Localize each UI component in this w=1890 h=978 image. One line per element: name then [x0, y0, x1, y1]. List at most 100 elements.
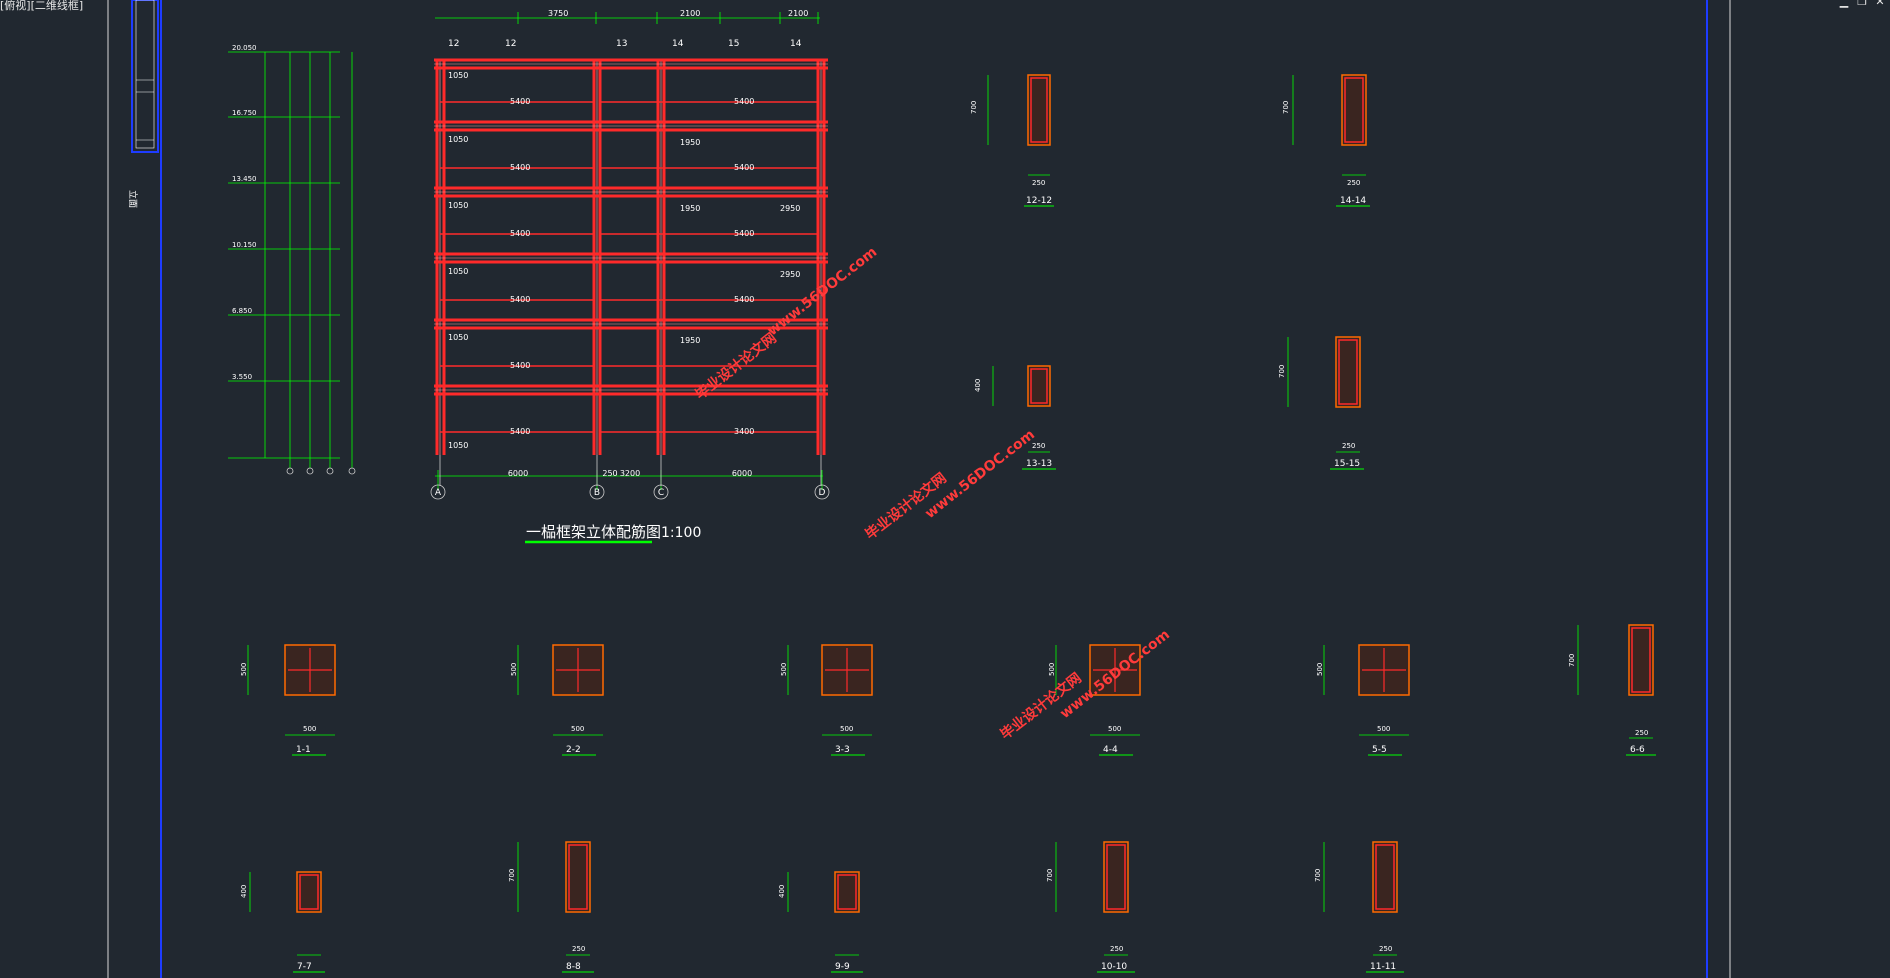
- section-dim: 250: [1635, 729, 1648, 737]
- elevation-dimension-block: [228, 51, 353, 468]
- beam-length: 5400: [510, 229, 530, 238]
- bay-width: 250: [602, 469, 617, 478]
- section-15-15: 700 250 15-15: [1278, 336, 1364, 470]
- watermark-text: www.56DOC.com: [765, 244, 881, 339]
- span-label: 2950: [780, 270, 800, 279]
- axis-bubble: [430, 484, 446, 500]
- elevation-label: 10.150: [232, 241, 257, 249]
- beam-length: 5400: [734, 163, 754, 172]
- axis-bubble: [814, 484, 830, 500]
- frame-scale: 1:100: [661, 525, 701, 541]
- section-label: 3-3: [835, 745, 850, 755]
- span-label: 1950: [680, 204, 700, 213]
- section-details: 700 250 12-12 700 250 14-14 400 250 13-1…: [240, 74, 1656, 973]
- section-label: 11-11: [1370, 962, 1396, 972]
- section-dim: 500: [1108, 725, 1121, 733]
- section-3-3: 500 500 3-3: [780, 644, 873, 756]
- section-label: 10-10: [1101, 962, 1127, 972]
- section-dim: 250: [1110, 945, 1123, 953]
- beam-length: 5400: [510, 163, 530, 172]
- section-dim: 700: [970, 101, 978, 114]
- axis-label: B: [594, 488, 600, 498]
- beam-length: 5400: [734, 97, 754, 106]
- section-dim: 500: [1316, 663, 1324, 676]
- section-mark: 13: [616, 39, 627, 49]
- col-dim: 1050: [448, 71, 468, 80]
- section-label: 4-4: [1103, 745, 1118, 755]
- section-9-9: 400 9-9: [778, 871, 863, 973]
- section-7-7: 400 7-7: [240, 871, 325, 973]
- section-label: 2-2: [566, 745, 581, 755]
- span-label: 1950: [680, 138, 700, 147]
- section-10-10: 700 250 10-10: [1046, 841, 1135, 973]
- elevation-label: 13.450: [232, 175, 257, 183]
- section-dim: 500: [1048, 663, 1056, 676]
- elevation-labels: 20.050 16.750 13.450 10.150 6.850 3.550: [232, 44, 257, 381]
- section-dim: 700: [508, 869, 516, 882]
- section-6-6: 700 250 6-6: [1568, 624, 1656, 756]
- axis-label: A: [435, 488, 442, 498]
- viewport-label[interactable]: [俯视][二维线框]: [0, 0, 84, 12]
- axis-label: C: [658, 488, 664, 498]
- axis-bubble: [589, 484, 605, 500]
- elevation-label: 6.850: [232, 307, 252, 315]
- section-label: 14-14: [1340, 196, 1366, 206]
- section-dim: 500: [303, 725, 316, 733]
- beam-length: 5400: [510, 427, 530, 436]
- restore-icon[interactable]: ❐: [1857, 0, 1867, 8]
- frame-top-dim: 3750: [548, 9, 568, 18]
- elevation-label: 16.750: [232, 109, 257, 117]
- col-dim: 1050: [448, 135, 468, 144]
- section-dim: 250: [1342, 442, 1355, 450]
- section-mark: 12: [505, 39, 516, 49]
- elevation-label: 20.050: [232, 44, 257, 52]
- col-dim: 1050: [448, 201, 468, 210]
- frame-top-dim: 2100: [680, 9, 700, 18]
- section-8-8: 700 250 8-8: [508, 841, 594, 973]
- section-dim: 250: [1379, 945, 1392, 953]
- section-13-13: 400 250 13-13: [974, 365, 1056, 470]
- section-dim: 500: [840, 725, 853, 733]
- col-dim: 1050: [448, 441, 468, 450]
- beam-length: 5400: [734, 229, 754, 238]
- section-dim: 400: [240, 885, 248, 898]
- section-dim: 250: [1032, 442, 1045, 450]
- elevation-circles: [286, 467, 356, 475]
- section-label: 1-1: [296, 745, 311, 755]
- span-label: 2950: [780, 204, 800, 213]
- section-dim: 250: [1032, 179, 1045, 187]
- bay-width: 3200: [620, 469, 640, 478]
- col-dim: 1050: [448, 333, 468, 342]
- section-dim: 400: [974, 379, 982, 392]
- frame-top-dim: 2100: [788, 9, 808, 18]
- span-label: 1950: [680, 336, 700, 345]
- section-4-4: 500 500 4-4: [1048, 644, 1141, 756]
- axis-label: D: [819, 488, 826, 498]
- section-dim: 400: [778, 885, 786, 898]
- close-icon[interactable]: ✕: [1875, 0, 1885, 8]
- section-label: 8-8: [566, 962, 581, 972]
- section-label: 5-5: [1372, 745, 1387, 755]
- section-dim: 500: [240, 663, 248, 676]
- beam-length: 5400: [734, 295, 754, 304]
- section-dim: 250: [1347, 179, 1360, 187]
- section-dim: 700: [1278, 365, 1286, 378]
- section-label: 12-12: [1026, 196, 1052, 206]
- section-dim: 700: [1046, 869, 1054, 882]
- elevation-label: 3.550: [232, 373, 252, 381]
- section-mark: 12: [448, 39, 459, 49]
- section-label: 9-9: [835, 962, 850, 972]
- minimize-icon[interactable]: ▁: [1839, 0, 1849, 8]
- section-mark: 15: [728, 39, 739, 49]
- axis-bubble: [653, 484, 669, 500]
- section-label: 13-13: [1026, 459, 1052, 469]
- section-dim: 500: [571, 725, 584, 733]
- section-1-1: 500 500 1-1: [240, 644, 336, 756]
- frame-title: 一榀框架立体配筋图: [526, 523, 661, 541]
- bay-width: 6000: [732, 469, 752, 478]
- beam-length: 3400: [734, 427, 754, 436]
- col-dim: 1050: [448, 267, 468, 276]
- section-14-14: 700 250 14-14: [1282, 74, 1370, 207]
- beam-length: 5400: [510, 97, 530, 106]
